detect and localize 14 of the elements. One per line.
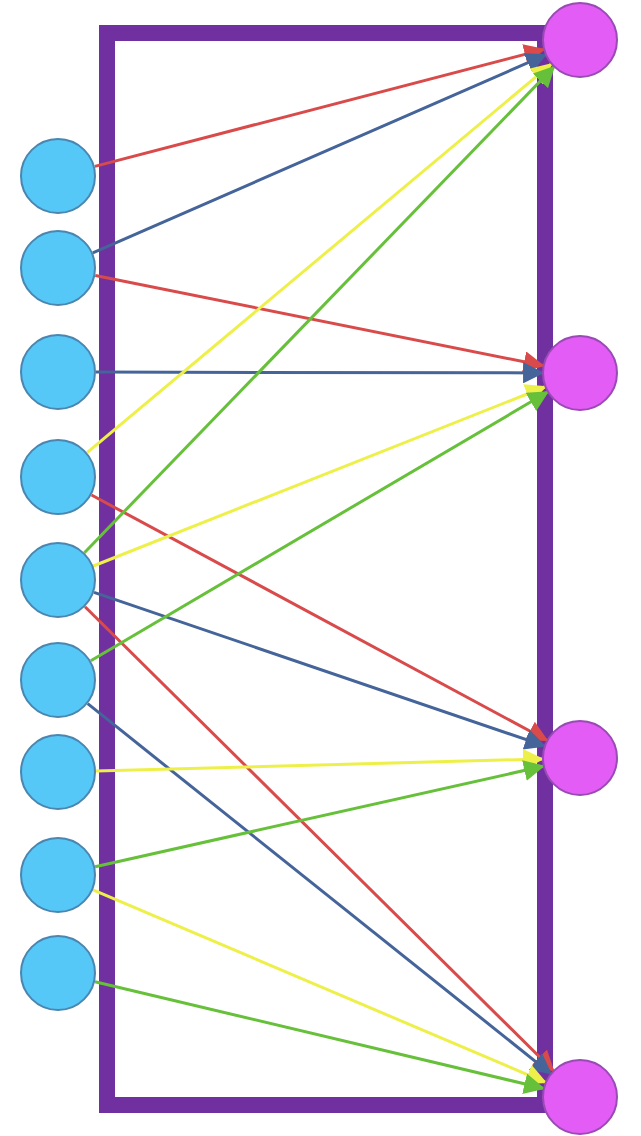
arrow — [94, 760, 545, 869]
circle-node — [542, 1059, 618, 1135]
circle-node — [20, 542, 96, 618]
arrow — [83, 65, 556, 554]
arrow — [95, 274, 545, 373]
arrow — [90, 391, 549, 662]
arrow — [86, 63, 553, 454]
arrow — [92, 888, 547, 1085]
arrow — [90, 493, 549, 742]
arrow — [92, 53, 548, 255]
arrow — [92, 384, 547, 568]
arrow — [83, 605, 555, 1072]
arrow — [86, 702, 552, 1075]
arrow — [93, 590, 546, 750]
